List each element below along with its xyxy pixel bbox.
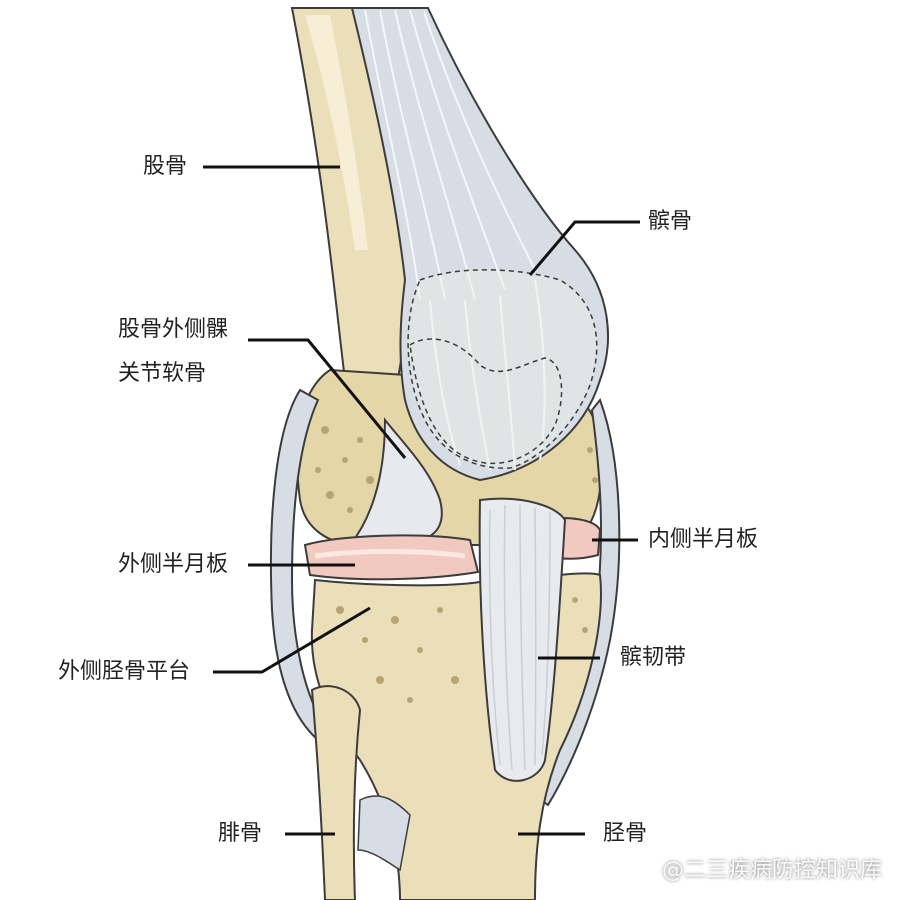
interosseous-membrane bbox=[357, 795, 411, 872]
leader-lateral-condyle-cartilage bbox=[248, 338, 407, 459]
label-lateral-condyle-cartilage-line2: 关节软骨 bbox=[118, 361, 207, 386]
patellar-ligament bbox=[478, 497, 567, 782]
bone-pores-upper bbox=[315, 426, 598, 513]
patella-inner-outline bbox=[409, 338, 563, 465]
label-femur: 股骨 bbox=[143, 154, 188, 179]
label-patellar-ligament: 髌韧带 bbox=[620, 645, 687, 670]
leader-patella bbox=[528, 220, 640, 276]
tendon-fibers bbox=[364, 9, 546, 471]
ligament-fibers bbox=[488, 504, 551, 771]
label-fibula: 腓骨 bbox=[218, 821, 263, 846]
fibula bbox=[310, 685, 362, 900]
bone-pores-lower bbox=[336, 597, 588, 703]
label-lateral-tibial-plateau: 外侧胫骨平台 bbox=[58, 659, 191, 684]
lateral-meniscus-highlight bbox=[314, 549, 466, 559]
patella-outline bbox=[407, 269, 598, 469]
leader-lateral-tibial-plateau bbox=[213, 606, 371, 674]
femur-highlight bbox=[305, 15, 368, 250]
label-patella: 髌骨 bbox=[648, 209, 693, 234]
watermark: @二三疾病防控知识库 bbox=[661, 858, 882, 883]
lateral-meniscus bbox=[303, 534, 480, 581]
label-tibia: 胫骨 bbox=[603, 821, 648, 846]
label-medial-meniscus: 内侧半月板 bbox=[648, 527, 759, 552]
label-lateral-meniscus: 外侧半月板 bbox=[118, 552, 229, 577]
lateral-condyle-cartilage bbox=[347, 417, 443, 547]
leader-lines bbox=[203, 165, 640, 836]
label-lateral-condyle-cartilage-line1: 股骨外侧髁 bbox=[118, 317, 229, 342]
